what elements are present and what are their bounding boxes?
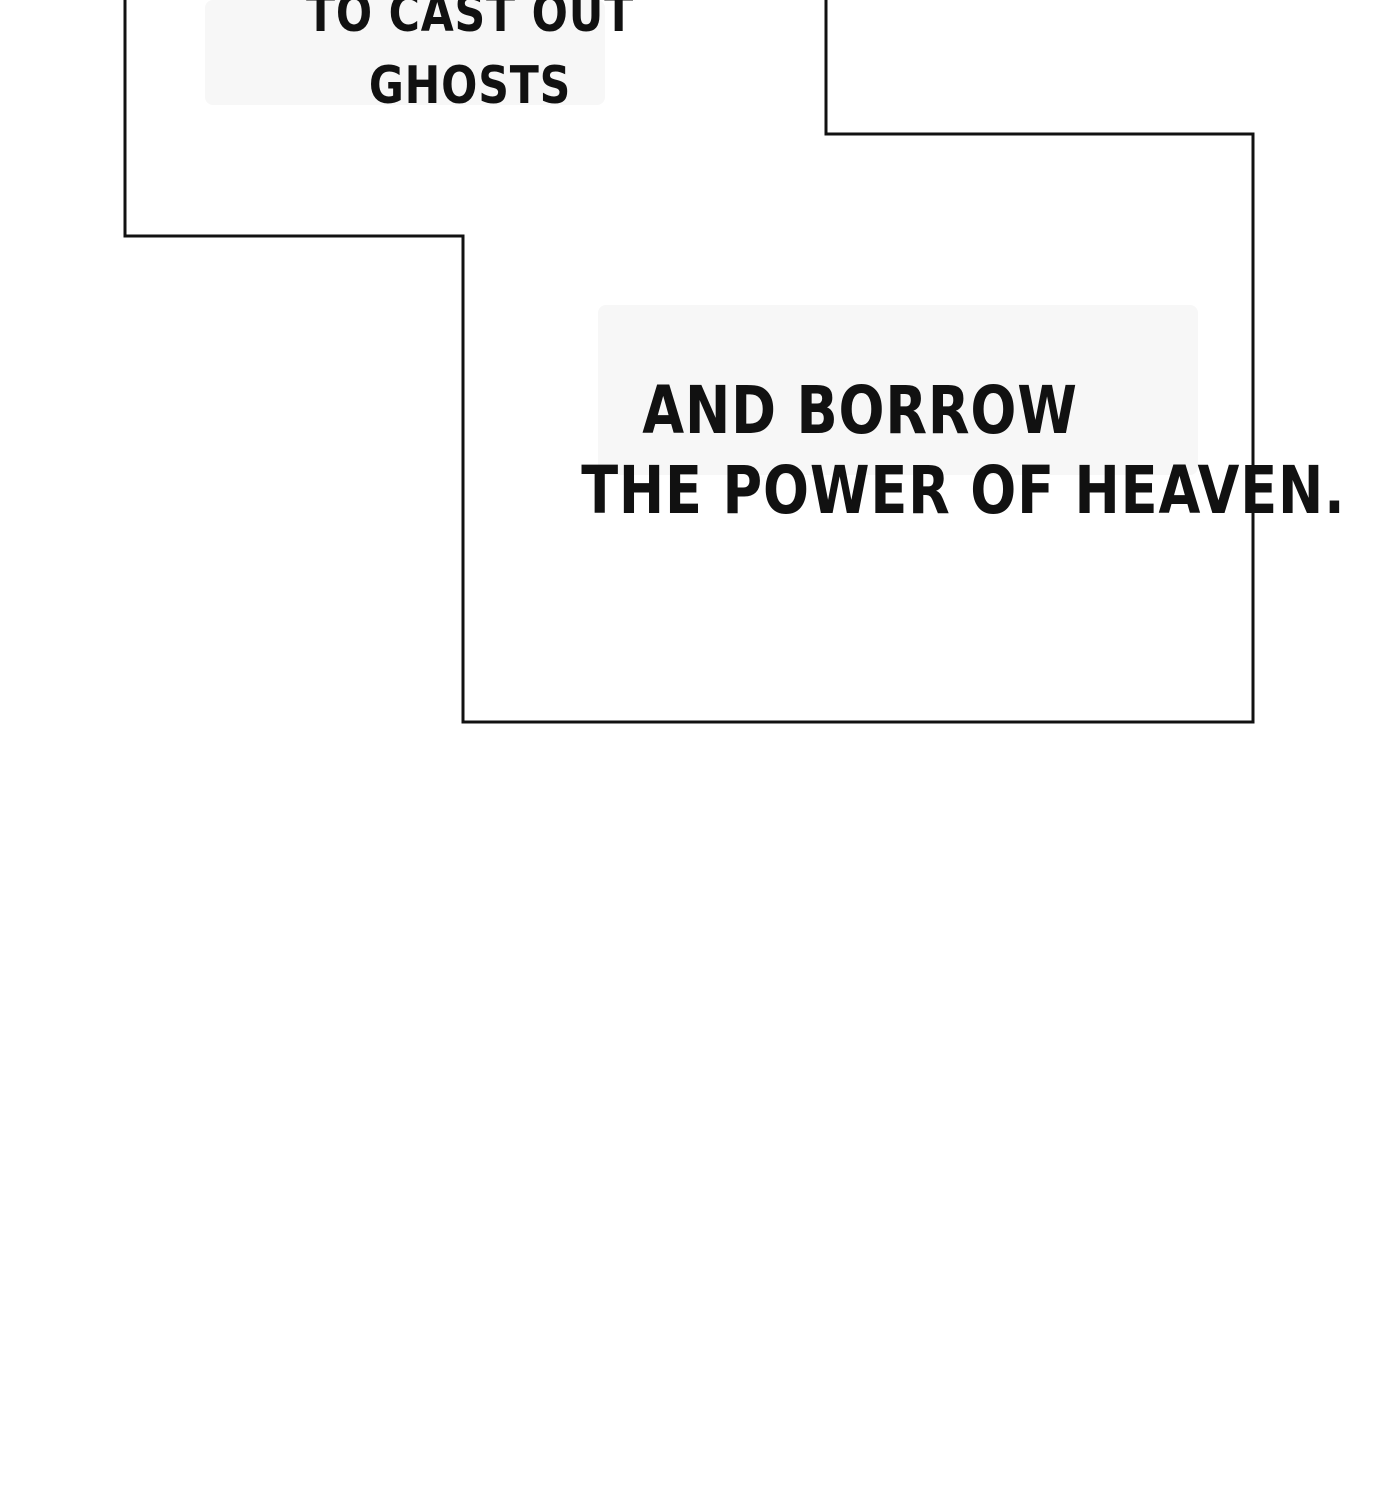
narration-bottom-line-2: THE POWER OF HEAVEN. <box>581 452 1346 529</box>
narration-top-line-1: TO CAST OUT <box>305 0 635 44</box>
narration-bottom: AND BORROW THE POWER OF HEAVEN. <box>581 372 1346 529</box>
top-caption-backdrop <box>205 0 605 105</box>
narration-top-line-2: GHOSTS <box>368 56 572 116</box>
bottom-caption-backdrop <box>598 305 1198 475</box>
narration-bottom-line-1: AND BORROW <box>642 372 1078 449</box>
narration-top: TO CAST OUT GHOSTS <box>290 0 651 112</box>
